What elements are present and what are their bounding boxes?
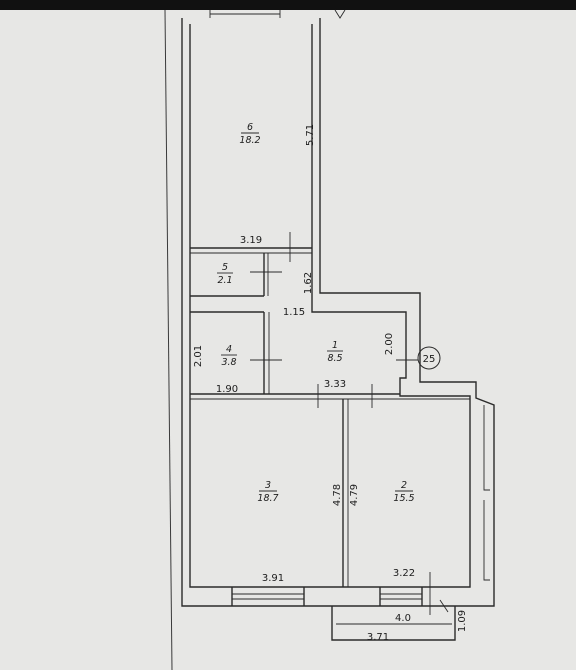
dim-322: 3.22 [393, 568, 415, 579]
dim-319: 3.19 [240, 235, 262, 246]
dim-391: 3.91 [262, 573, 284, 584]
section-marker-circle [417, 346, 441, 370]
interior-walls [190, 247, 470, 587]
dim-478: 4.78 [332, 484, 343, 506]
dim-162: 1.62 [303, 272, 314, 294]
room-6-area: 18.2 [239, 135, 260, 146]
tick-marks [250, 232, 431, 615]
outer-walls [181, 9, 495, 607]
dim-371: 3.71 [367, 632, 389, 643]
room-4-area: 3.8 [221, 357, 236, 368]
dimension-labels: 5.71 3.19 1.62 1.15 2.00 2.01 1.90 3.33 … [193, 124, 468, 643]
room-labels: 6 18.2 5 2.1 4 3.8 1 8.5 3 18.7 2 15.5 [217, 122, 415, 504]
balcony [231, 587, 456, 641]
dim-40: 4.0 [395, 613, 411, 624]
room-2-area: 15.5 [393, 493, 414, 504]
top-edge [0, 0, 576, 10]
room-2-number: 2 [401, 480, 407, 491]
room-5-area: 2.1 [217, 275, 232, 286]
section-marker-label: 25 [423, 354, 436, 365]
room-1-number: 1 [332, 340, 338, 351]
dim-190: 1.90 [216, 384, 238, 395]
dim-333: 3.33 [324, 379, 346, 390]
dim-115: 1.15 [283, 307, 305, 318]
dim-479: 4.79 [349, 484, 360, 506]
dim-571: 5.71 [305, 124, 316, 146]
room-3-number: 3 [265, 480, 271, 491]
room-6-number: 6 [247, 122, 253, 133]
sheet-border-line [164, 9, 173, 670]
dim-200: 2.00 [384, 333, 395, 355]
room-1-area: 8.5 [327, 353, 342, 364]
dim-109: 1.09 [457, 610, 468, 632]
dim-201: 2.01 [193, 345, 204, 367]
room-5-number: 5 [222, 262, 228, 273]
room-4-number: 4 [226, 344, 232, 355]
room-3-area: 18.7 [257, 493, 278, 504]
right-wall-detail [483, 405, 490, 581]
